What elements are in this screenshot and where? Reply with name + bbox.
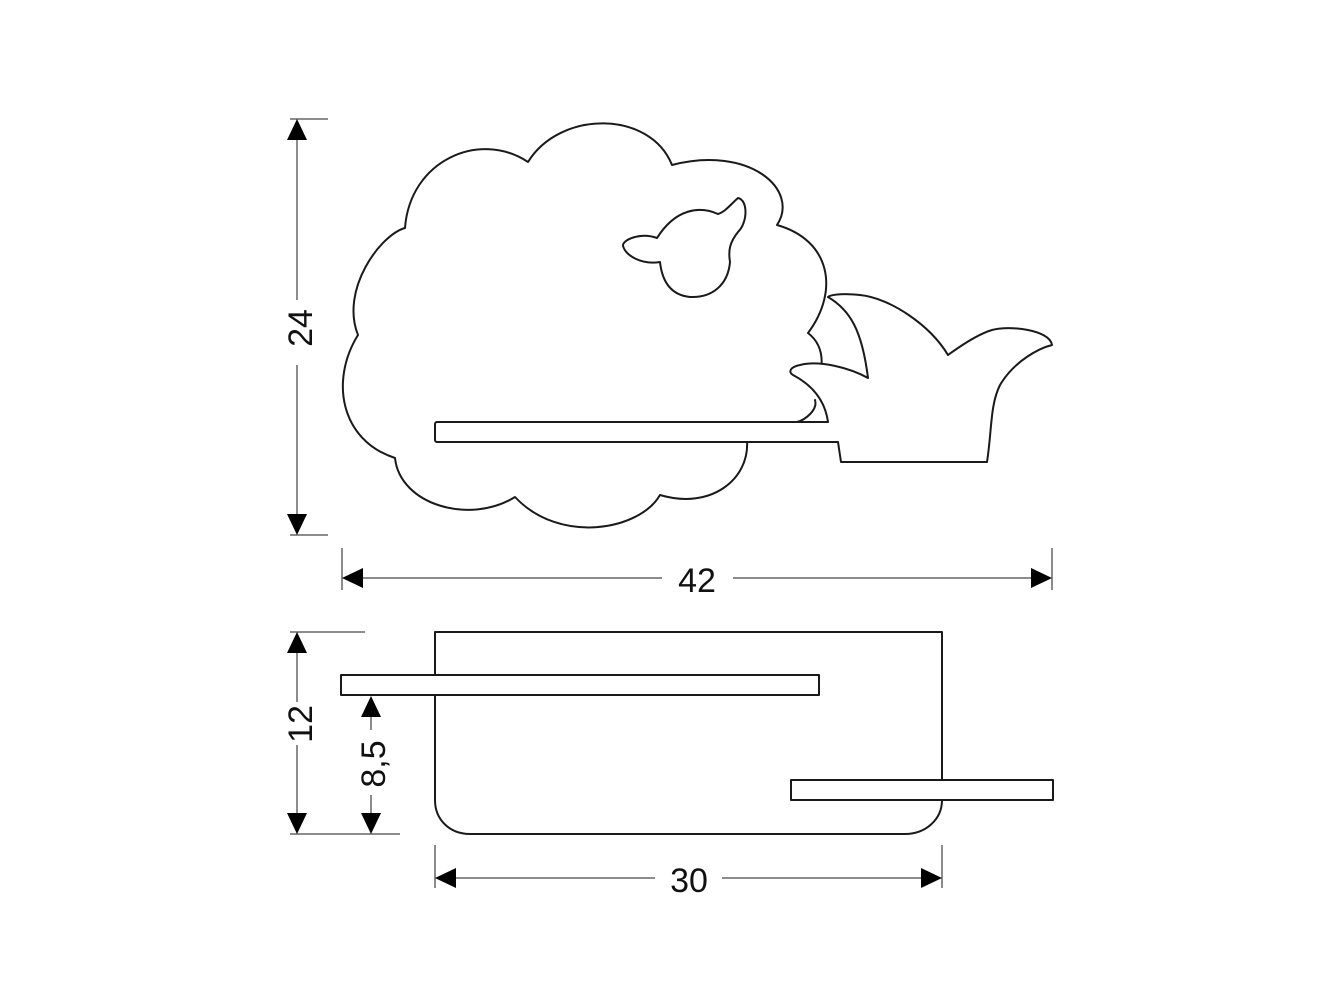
- front-view: [341, 122, 1053, 529]
- arrow-right: [1031, 568, 1052, 588]
- dim-width-42: 42: [341, 548, 1053, 600]
- dim-label-back-width: 30: [670, 862, 708, 900]
- top-view-upper-shelf: [340, 674, 820, 696]
- cloud-lower-right-arc: [796, 399, 817, 423]
- dim-height-24: 24: [282, 118, 328, 536]
- arrow-down: [287, 514, 307, 535]
- grass-outline: [789, 293, 1053, 463]
- arrow-left: [435, 868, 456, 888]
- arrow-down: [361, 813, 381, 834]
- dim-depth-12: 12: [282, 631, 400, 835]
- dim-shelf-height-8-5: 8,5: [355, 696, 393, 834]
- arrow-up: [287, 632, 307, 653]
- dim-label-shelf-height: 8,5: [355, 740, 393, 787]
- dim-label-width: 42: [678, 562, 716, 600]
- top-view-back-panel: [434, 631, 943, 835]
- dim-label-depth: 12: [282, 705, 320, 743]
- arrow-right: [921, 868, 942, 888]
- dim-back-width-30: 30: [434, 845, 943, 900]
- arrow-up: [361, 696, 381, 717]
- arrow-down: [287, 813, 307, 834]
- top-view: [340, 631, 1054, 835]
- sheep-head-outline: [622, 197, 747, 299]
- arrow-left: [342, 568, 363, 588]
- top-view-lower-shelf: [790, 779, 1054, 801]
- dim-label-height: 24: [282, 309, 320, 347]
- arrow-up: [287, 119, 307, 140]
- cloud-outline: [341, 122, 828, 529]
